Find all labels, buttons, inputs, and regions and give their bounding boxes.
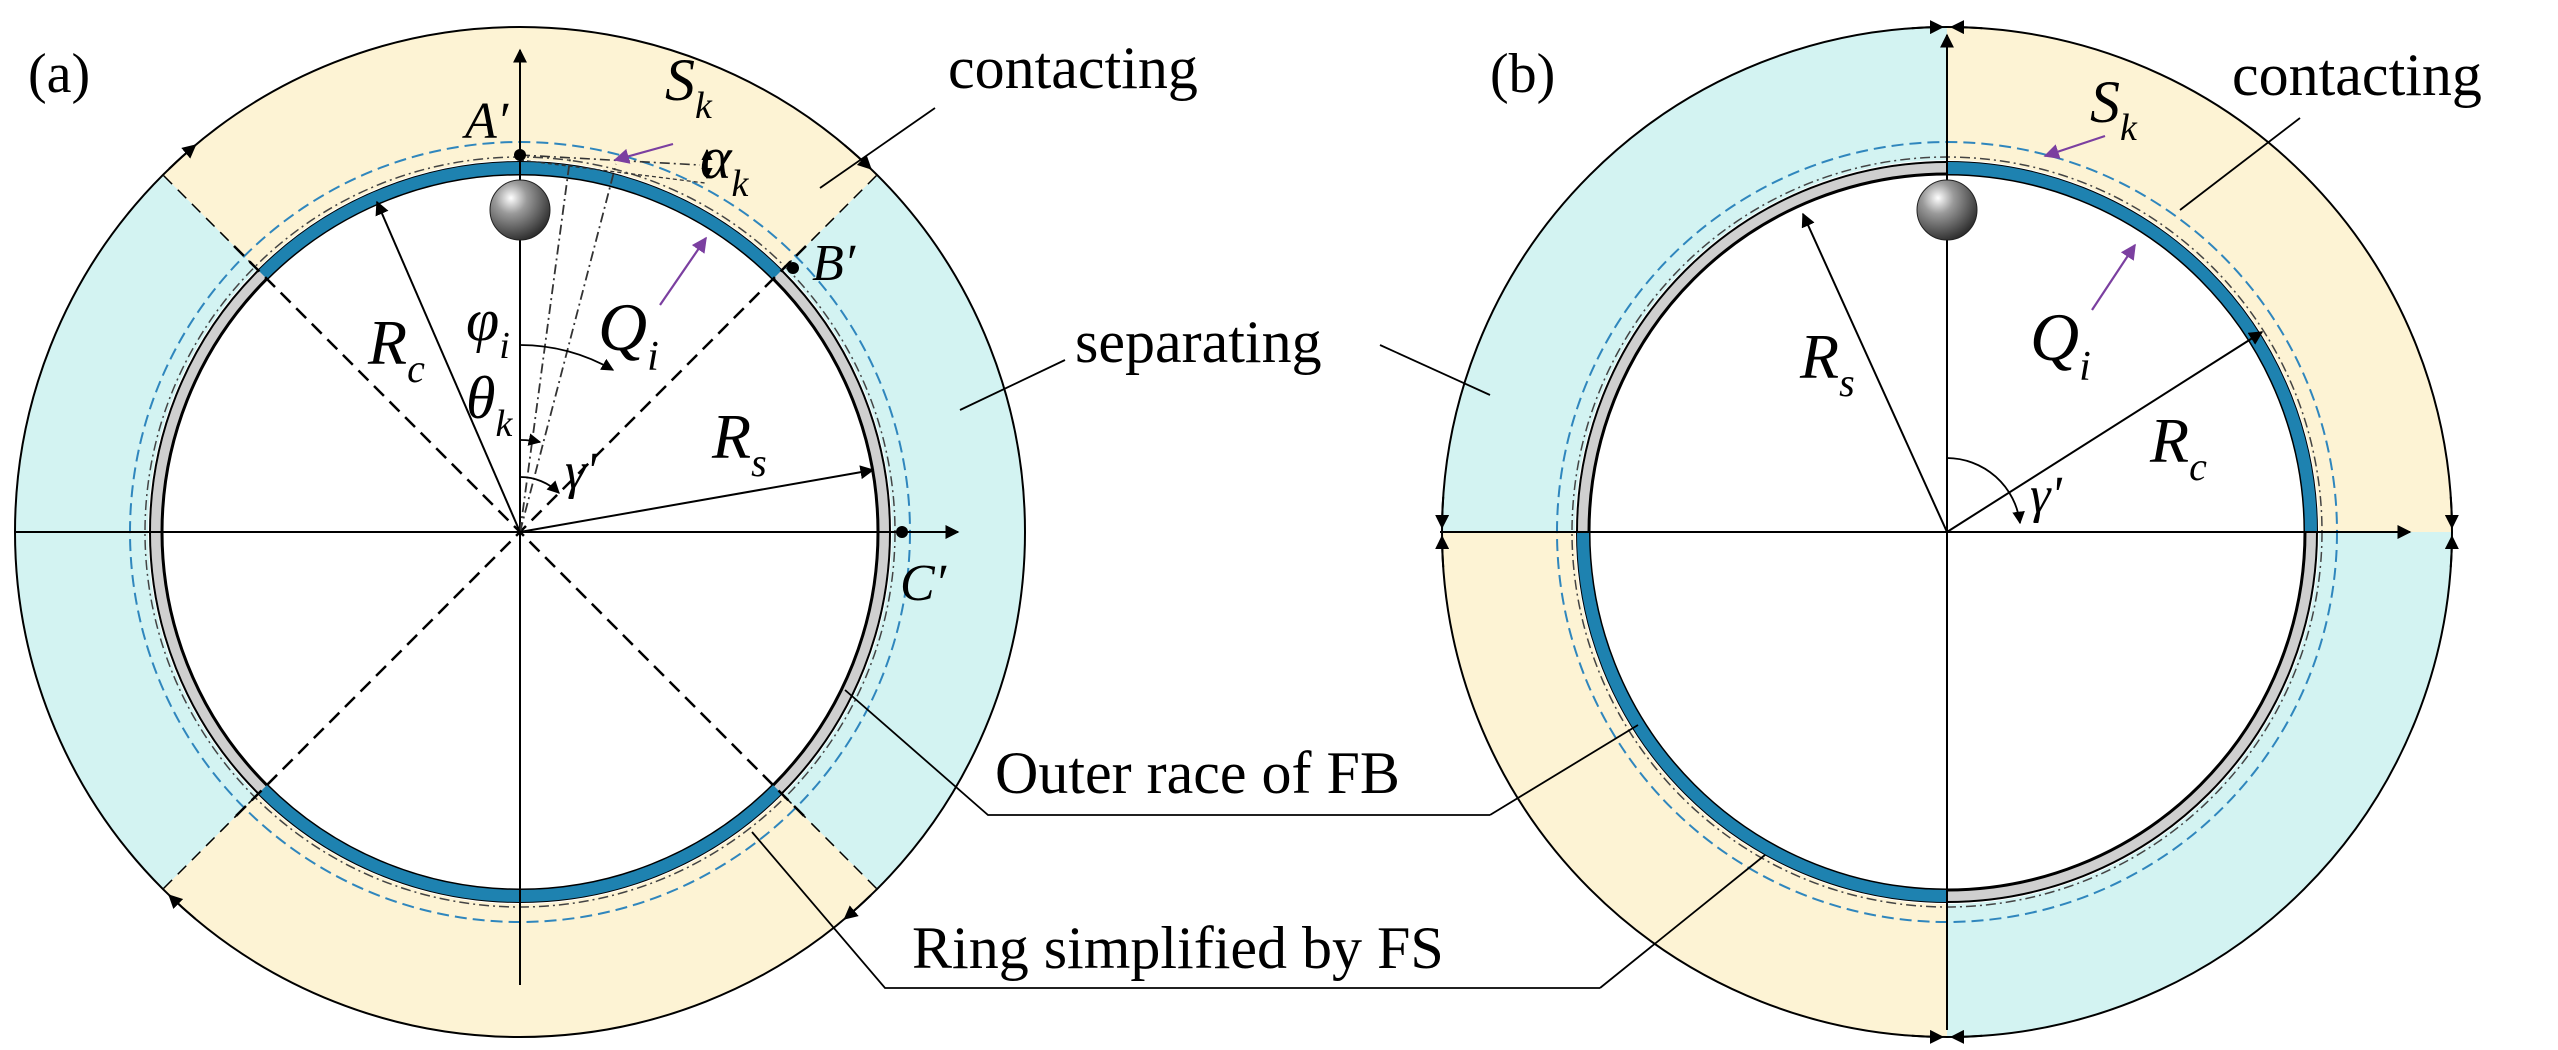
panel-a-angle-gamma bbox=[519, 476, 560, 494]
panel-a-tangent-2 bbox=[519, 159, 706, 184]
panel-a-separating-label: separating bbox=[1075, 309, 1322, 375]
panel-b-zone-arrow bbox=[1435, 496, 1450, 529]
panel-a-rs-symbol: Rs bbox=[711, 401, 767, 485]
outer-race-label: Outer race of FB bbox=[995, 740, 1400, 806]
panel-a-phi-symbol: φi bbox=[466, 287, 510, 367]
panel-b-ball bbox=[1916, 179, 1978, 241]
panel-b-qi-pointer bbox=[2091, 243, 2136, 311]
panel-b-contact-arc-upper bbox=[1946, 162, 2317, 533]
callouts: Outer race of FB Ring simplified by FS bbox=[751, 689, 1766, 989]
panel-a-gamma-symbol: γ' bbox=[565, 443, 597, 500]
panel-a-radial-phi bbox=[519, 163, 617, 533]
panel-b-angle-gamma bbox=[1946, 457, 2025, 525]
panel-a-radial-theta bbox=[519, 158, 571, 533]
panel-b-zone-arrow bbox=[2444, 496, 2459, 529]
panel-b-rs-line bbox=[1801, 212, 1948, 533]
panel-a-tag: (a) bbox=[28, 43, 90, 105]
panel-b-contacting-leader bbox=[2179, 117, 2301, 211]
panel-b: (b) contacting Sk Qi Rs Rc γ' bbox=[1379, 20, 2482, 1044]
panel-a-point-C bbox=[896, 526, 908, 538]
panel-b-rc-symbol: Rc bbox=[2149, 405, 2207, 489]
panel-a-qi-pointer bbox=[659, 236, 707, 306]
panel-b-qi-symbol: Qi bbox=[2030, 299, 2091, 390]
panel-b-zone-arrow bbox=[1911, 1029, 1944, 1044]
panel-b-rc-line bbox=[1946, 331, 2264, 533]
panel-b-sk-symbol: Sk bbox=[2090, 69, 2138, 149]
panel-a-point-B-label: B′ bbox=[812, 235, 857, 292]
panel-a-rs-line bbox=[519, 465, 875, 533]
panel-b-zone-upper-right bbox=[1947, 27, 2452, 532]
panel-b-zone-upper-left bbox=[1442, 27, 1947, 532]
panel-a-sk-symbol: Sk bbox=[665, 47, 713, 127]
panel-a-point-A bbox=[514, 149, 526, 161]
panel-b-gamma-symbol: γ' bbox=[2030, 467, 2062, 524]
panel-a-zone-arrow bbox=[168, 144, 197, 170]
panel-b-contact-arc-lower bbox=[1577, 531, 1948, 902]
panel-a-separating-leader bbox=[959, 359, 1066, 411]
panel-a-angle-phi bbox=[519, 344, 615, 371]
panel-b-contact-arcs bbox=[1577, 162, 2317, 902]
ring-leader-b bbox=[1599, 854, 1766, 989]
panel-a-alpha-symbol: αk bbox=[700, 125, 750, 205]
panel-b-rs-symbol: Rs bbox=[1799, 321, 1855, 405]
panel-a-rc-symbol: Rc bbox=[367, 307, 425, 391]
panel-b-separating-leader bbox=[1379, 344, 1491, 396]
panel-a-point-A-label: A′ bbox=[462, 93, 510, 150]
panel-b-zone-arrow bbox=[1435, 535, 1450, 568]
panel-a-sk-pointer bbox=[613, 142, 674, 164]
panel-a-ball bbox=[489, 179, 551, 241]
panel-b-contacting-label: contacting bbox=[2232, 42, 2482, 108]
panel-b-zone-lower-right bbox=[1947, 532, 2452, 1037]
panel-a-theta-symbol: θk bbox=[466, 365, 513, 445]
panel-a-zone-arrow bbox=[843, 894, 872, 920]
panel-b-zone-lower-left bbox=[1442, 532, 1947, 1037]
outer-race-leader-a bbox=[844, 689, 1490, 816]
panel-a-contacting-leader bbox=[819, 107, 936, 189]
panel-b-zone-arrow bbox=[1911, 20, 1944, 35]
ring-leader-a bbox=[751, 831, 1600, 989]
panel-a-qi-symbol: Qi bbox=[598, 289, 659, 380]
panel-b-zone-arrow bbox=[2444, 535, 2459, 568]
panel-a: (a) contacting separating A′ B′ C′ Sk αk… bbox=[14, 26, 1322, 1038]
panel-a-point-C-label: C′ bbox=[900, 555, 948, 612]
panel-a-zone-arrow bbox=[168, 894, 197, 920]
panel-a-zone-arrow bbox=[843, 144, 872, 170]
outer-race-leader-b bbox=[1489, 724, 1639, 816]
panel-a-point-B bbox=[787, 262, 799, 274]
panel-b-zone-arrow bbox=[1950, 20, 1983, 35]
panel-b-tag: (b) bbox=[1490, 43, 1555, 105]
panel-a-angle-theta bbox=[519, 433, 542, 446]
panel-a-rc-line bbox=[375, 200, 521, 533]
panel-b-sk-pointer bbox=[2043, 134, 2106, 159]
panel-a-contacting-label: contacting bbox=[948, 35, 1198, 101]
panel-b-zone-arrow bbox=[1950, 1029, 1983, 1044]
ring-label: Ring simplified by FS bbox=[912, 915, 1444, 981]
